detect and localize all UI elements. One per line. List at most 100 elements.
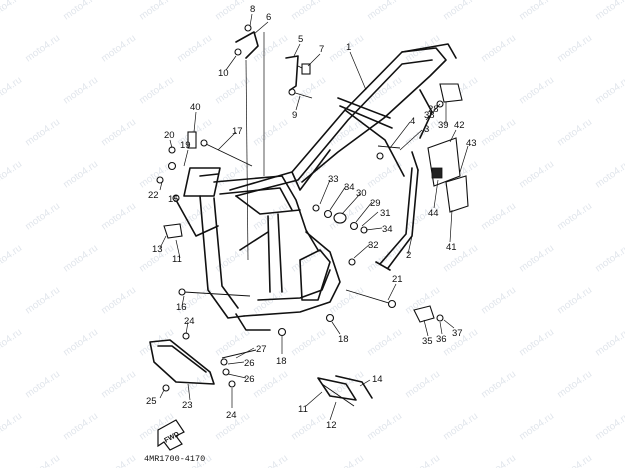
side-cover-42-43[interactable] xyxy=(427,137,469,213)
callout-19: 19 xyxy=(180,140,191,151)
watermark-text: moto4.ru xyxy=(365,411,404,443)
watermark-text: moto4.ru xyxy=(23,369,62,401)
callout-37: 37 xyxy=(452,328,463,339)
callout-18: 18 xyxy=(338,334,349,345)
watermark-text: moto4.ru xyxy=(517,243,556,275)
watermark-text: moto4.ru xyxy=(479,453,518,468)
bracket-6-8[interactable] xyxy=(234,24,259,59)
callout-30: 30 xyxy=(356,188,367,199)
watermark-text: moto4.ru xyxy=(23,117,62,149)
callout-40: 40 xyxy=(190,102,201,113)
watermark-text: moto4.ru xyxy=(175,201,214,233)
callout-18b: 18 xyxy=(276,356,287,367)
callout-28: 28 xyxy=(428,104,439,115)
watermark-text: moto4.ru xyxy=(555,201,594,233)
watermark-text: moto4.ru xyxy=(99,201,138,233)
nut-group-center[interactable] xyxy=(312,204,368,266)
callout-26: 26 xyxy=(244,358,255,369)
bolt-35-37[interactable] xyxy=(413,305,444,323)
callout-7: 7 xyxy=(319,44,324,55)
callout-15: 15 xyxy=(168,194,179,205)
callout-9: 9 xyxy=(292,110,297,121)
leader-lines xyxy=(159,13,469,421)
callout-39: 39 xyxy=(438,120,449,131)
watermark-text: moto4.ru xyxy=(251,369,290,401)
bolt-24-25[interactable] xyxy=(162,332,236,392)
callout-5: 5 xyxy=(298,34,303,45)
bolt-16[interactable] xyxy=(178,288,251,297)
callout-11: 11 xyxy=(172,254,182,265)
watermark-text: moto4.ru xyxy=(23,453,62,468)
watermark-text: moto4.ru xyxy=(251,117,290,149)
watermark-text: moto4.ru xyxy=(327,285,366,317)
watermark-text: moto4.ru xyxy=(23,285,62,317)
watermark-text: moto4.ru xyxy=(137,327,176,359)
callout-4: 4 xyxy=(410,116,415,127)
watermark-text: moto4.ru xyxy=(289,327,328,359)
callout-33: 33 xyxy=(328,174,339,185)
callout-26b: 26 xyxy=(244,374,255,385)
watermark-text: moto4.ru xyxy=(365,327,404,359)
main-frame[interactable] xyxy=(175,43,457,319)
bolt-3-4[interactable] xyxy=(376,145,401,160)
watermark-text: moto4.ru xyxy=(23,33,62,65)
engine-guard[interactable] xyxy=(149,313,271,385)
watermark-text: moto4.ru xyxy=(555,285,594,317)
callout-16: 16 xyxy=(176,302,187,313)
watermark-text: moto4.ru xyxy=(403,453,442,468)
watermark-text: moto4.ru xyxy=(0,0,24,22)
watermark-text: moto4.ru xyxy=(289,411,328,443)
watermark-text: moto4.ru xyxy=(0,75,24,107)
watermark-text: moto4.ru xyxy=(0,411,24,443)
callout-38: 38 xyxy=(424,110,435,121)
clamp-26-28[interactable] xyxy=(220,349,257,376)
watermark-text: moto4.ru xyxy=(175,33,214,65)
fwd-direction-arrow-icon: FWD xyxy=(157,419,185,451)
callout-44: 44 xyxy=(428,208,439,219)
watermark-text: moto4.ru xyxy=(61,159,100,191)
bolt-7[interactable] xyxy=(297,63,311,75)
callout-11b: 11 xyxy=(298,404,308,415)
watermark-text: moto4.ru xyxy=(517,411,556,443)
bolt-17[interactable] xyxy=(200,139,253,167)
bolt-18[interactable] xyxy=(277,313,335,337)
callout-32: 32 xyxy=(368,240,379,251)
bracket-5[interactable] xyxy=(285,55,299,91)
callout-10: 10 xyxy=(218,68,229,79)
callout-36: 36 xyxy=(436,334,447,345)
callout-6: 6 xyxy=(266,12,271,23)
callout-25: 25 xyxy=(146,396,157,407)
watermark-text: moto4.ru xyxy=(213,0,252,22)
callout-34: 34 xyxy=(344,182,355,193)
callout-31: 31 xyxy=(380,208,391,219)
watermark-text: moto4.ru xyxy=(365,75,404,107)
watermark-text: moto4.ru xyxy=(99,285,138,317)
watermark-text: moto4.ru xyxy=(479,33,518,65)
watermark-text: moto4.ru xyxy=(289,159,328,191)
callout-27: 27 xyxy=(256,344,267,355)
callout-21: 21 xyxy=(392,274,403,285)
watermark-text: moto4.ru xyxy=(61,327,100,359)
watermark-text: moto4.ru xyxy=(593,159,625,191)
watermark-text: moto4.ru xyxy=(403,369,442,401)
watermark-text: moto4.ru xyxy=(61,243,100,275)
watermark-text: moto4.ru xyxy=(441,0,480,22)
callout-20: 20 xyxy=(164,130,175,141)
bolt-21[interactable] xyxy=(345,289,397,309)
callout-22: 22 xyxy=(148,190,159,201)
watermark-text: moto4.ru xyxy=(517,0,556,22)
bracket-38-39[interactable] xyxy=(436,83,463,108)
watermark-text: moto4.ru xyxy=(0,327,24,359)
callout-35: 35 xyxy=(422,336,433,347)
callout-1: 1 xyxy=(346,42,351,53)
watermark-text: moto4.ru xyxy=(61,411,100,443)
callout-12: 12 xyxy=(326,420,337,431)
watermark-text: moto4.ru xyxy=(251,201,290,233)
watermark-text: moto4.ru xyxy=(0,159,24,191)
callout-41: 41 xyxy=(446,242,457,253)
watermark-text: moto4.ru xyxy=(517,327,556,359)
watermark-text: moto4.ru xyxy=(289,0,328,22)
watermark-text: moto4.ru xyxy=(593,0,625,22)
engine-mount-bracket[interactable] xyxy=(317,375,373,407)
